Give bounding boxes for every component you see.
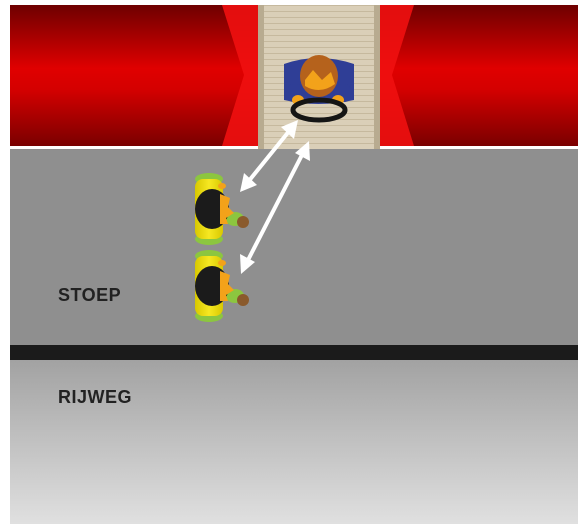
curb [10, 345, 578, 360]
roadway-label: RIJWEG [58, 387, 132, 408]
sidewalk-area [10, 149, 578, 345]
vehicle-body-left [10, 5, 262, 146]
sidewalk-label: STOEP [58, 285, 121, 306]
roadway-area [10, 360, 578, 524]
